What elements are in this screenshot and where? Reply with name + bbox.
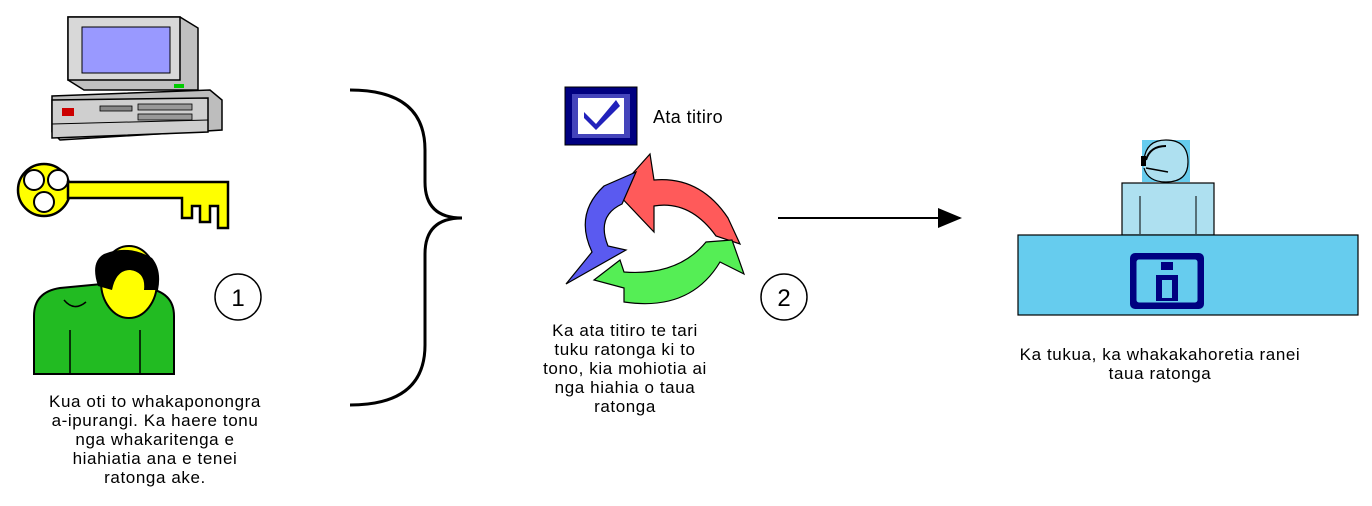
step-2-number-badge: 2 bbox=[760, 273, 808, 321]
step-3-caption: Ka tukua, ka whakakahoretia ranei taua r… bbox=[1019, 345, 1301, 383]
grouping-brace bbox=[349, 88, 463, 407]
step-2-number: 2 bbox=[777, 285, 790, 312]
key-icon bbox=[16, 162, 230, 230]
step-2-caption: Ka ata titiro te tari tuku ratonga ki to… bbox=[543, 321, 707, 416]
desk-operator-icon bbox=[1017, 139, 1359, 316]
step-1-number: 1 bbox=[231, 285, 244, 312]
computer-icon bbox=[51, 16, 223, 141]
cycle-arrows-icon bbox=[565, 152, 746, 305]
person-icon bbox=[33, 245, 175, 375]
step-1-number-badge: 1 bbox=[214, 273, 262, 321]
step-1-caption: Kua oti to whakaponongra a-ipurangi. Ka … bbox=[49, 392, 261, 487]
checkbox-icon bbox=[564, 86, 638, 146]
check-label: Ata titiro bbox=[653, 107, 724, 127]
